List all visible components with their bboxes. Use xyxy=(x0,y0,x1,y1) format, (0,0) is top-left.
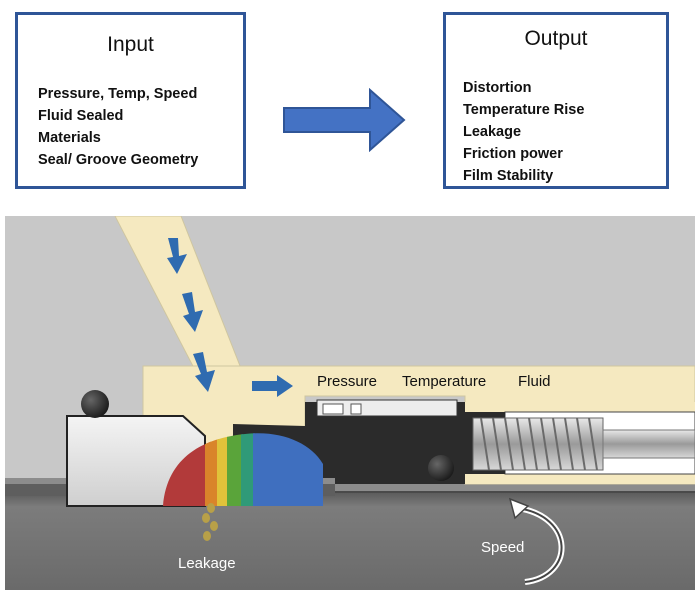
input-item: Seal/ Groove Geometry xyxy=(38,152,199,168)
pressure-label: Pressure xyxy=(317,373,378,390)
rotation-arrow-icon xyxy=(508,497,565,585)
output-list: Distortion Temperature Rise Leakage Fric… xyxy=(463,77,584,187)
input-title: Input xyxy=(107,33,154,56)
output-item: Temperature Rise xyxy=(463,102,585,118)
fluid-label: Fluid xyxy=(518,373,551,390)
output-item: Film Stability xyxy=(463,168,554,184)
output-item: Leakage xyxy=(463,124,522,140)
input-item: Materials xyxy=(38,130,101,146)
rotating-shaft xyxy=(5,492,695,590)
output-title: Output xyxy=(524,27,588,50)
input-box: Input Pressure, Temp, Speed Fluid Sealed… xyxy=(15,12,246,189)
input-to-output-arrow-icon xyxy=(283,88,406,152)
seal-ring-body xyxy=(205,402,465,506)
spring-coils xyxy=(472,417,695,471)
input-list: Pressure, Temp, Speed Fluid Sealed Mater… xyxy=(38,83,198,171)
leakage-label: Leakage xyxy=(178,555,236,572)
temperature-label: Temperature xyxy=(402,373,487,390)
output-item: Friction power xyxy=(463,146,563,162)
seal-cross-section-illustration xyxy=(5,216,695,590)
output-box: Output Distortion Temperature Rise Leaka… xyxy=(443,12,669,189)
fluid-flow-arrows xyxy=(167,238,293,397)
input-item: Fluid Sealed xyxy=(38,108,124,124)
seat-oring xyxy=(81,390,109,418)
input-item: Pressure, Temp, Speed xyxy=(38,86,198,102)
leakage-drops xyxy=(202,503,218,541)
seal-oring xyxy=(428,455,454,481)
output-item: Distortion xyxy=(463,80,532,96)
speed-label: Speed xyxy=(481,539,525,556)
